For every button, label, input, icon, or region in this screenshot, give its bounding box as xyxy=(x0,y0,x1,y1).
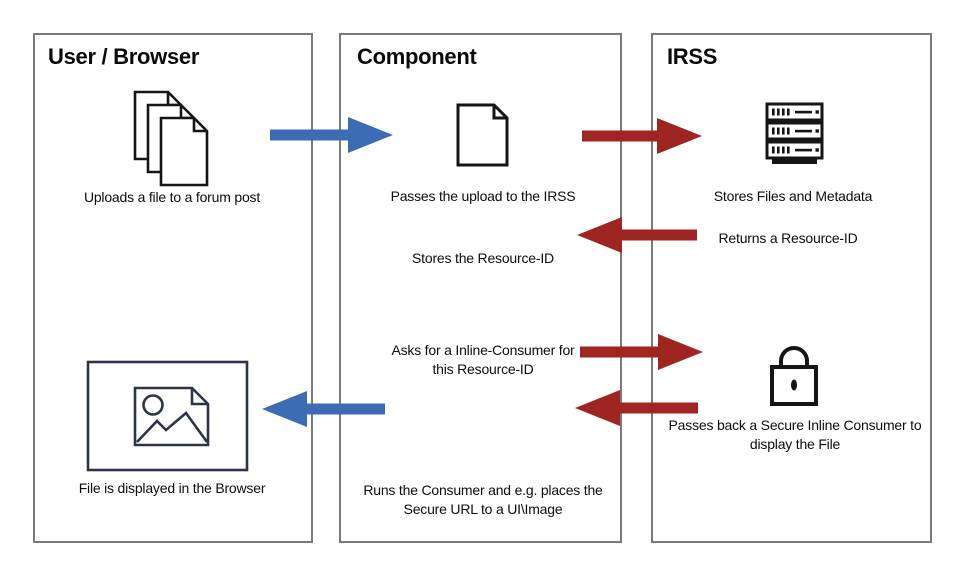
lane-component xyxy=(339,33,622,543)
label-uploads-file: Uploads a file to a forum post xyxy=(83,189,261,205)
lane-title-component: Component xyxy=(357,44,477,69)
label-stores-rid: Stores the Resource-ID xyxy=(412,250,554,266)
label-returns-rid: Returns a Resource-ID xyxy=(718,230,858,246)
lane-user-browser xyxy=(33,33,313,543)
label-passes-upload: Passes the upload to the IRSS xyxy=(390,188,576,204)
label-stores-files: Stores Files and Metadata xyxy=(713,188,873,204)
label-file-displayed: File is displayed in the Browser xyxy=(78,480,266,496)
lane-title-irss: IRSS xyxy=(667,44,718,69)
lane-irss xyxy=(651,33,932,543)
label-runs-consumer: Runs the Consumer and e.g. places the Se… xyxy=(363,482,603,517)
label-passes-back: Passes back a Secure Inline Consumer to … xyxy=(668,417,922,452)
label-asks-consumer: Asks for a Inline-Consumer for this Reso… xyxy=(391,342,575,377)
lane-title-user-browser: User / Browser xyxy=(48,44,200,69)
